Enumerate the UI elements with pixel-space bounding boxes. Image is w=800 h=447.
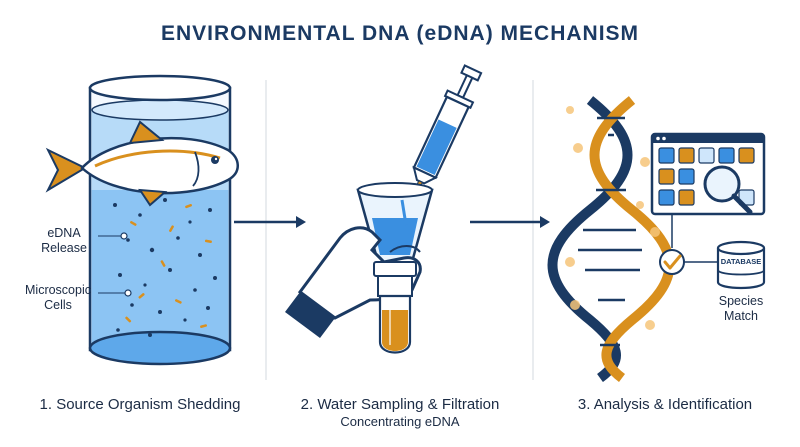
step-2-subcaption: Concentrating eDNA [340, 414, 460, 429]
database-label: DATABASE [721, 257, 762, 266]
arrow-right-icon [234, 216, 306, 228]
label-pointers [98, 232, 132, 297]
microscopic-cells-label: Microscopic Cells [25, 283, 91, 312]
step-1-caption: 1. Source Organism Shedding [39, 396, 241, 413]
edna-release-label: eDNA Release [41, 226, 87, 255]
check-icon [659, 249, 685, 275]
connector-lines [671, 214, 718, 263]
step-2-caption: 2. Water Sampling & Filtration [300, 396, 500, 413]
step-3-caption: 3. Analysis & Identification [577, 396, 753, 413]
test-tube-icon [373, 261, 417, 354]
page-title: ENVIRONMENTAL DNA (eDNA) MECHANISM [160, 22, 640, 45]
water-cylinder [88, 74, 232, 366]
species-match-label: Species Match [718, 294, 764, 323]
fish-icon [45, 120, 239, 207]
edna-particles [113, 198, 217, 337]
arrow-right-icon [470, 216, 550, 228]
database-icon [716, 240, 766, 290]
syringe-icon [412, 64, 483, 196]
magnifier-icon [703, 165, 753, 215]
